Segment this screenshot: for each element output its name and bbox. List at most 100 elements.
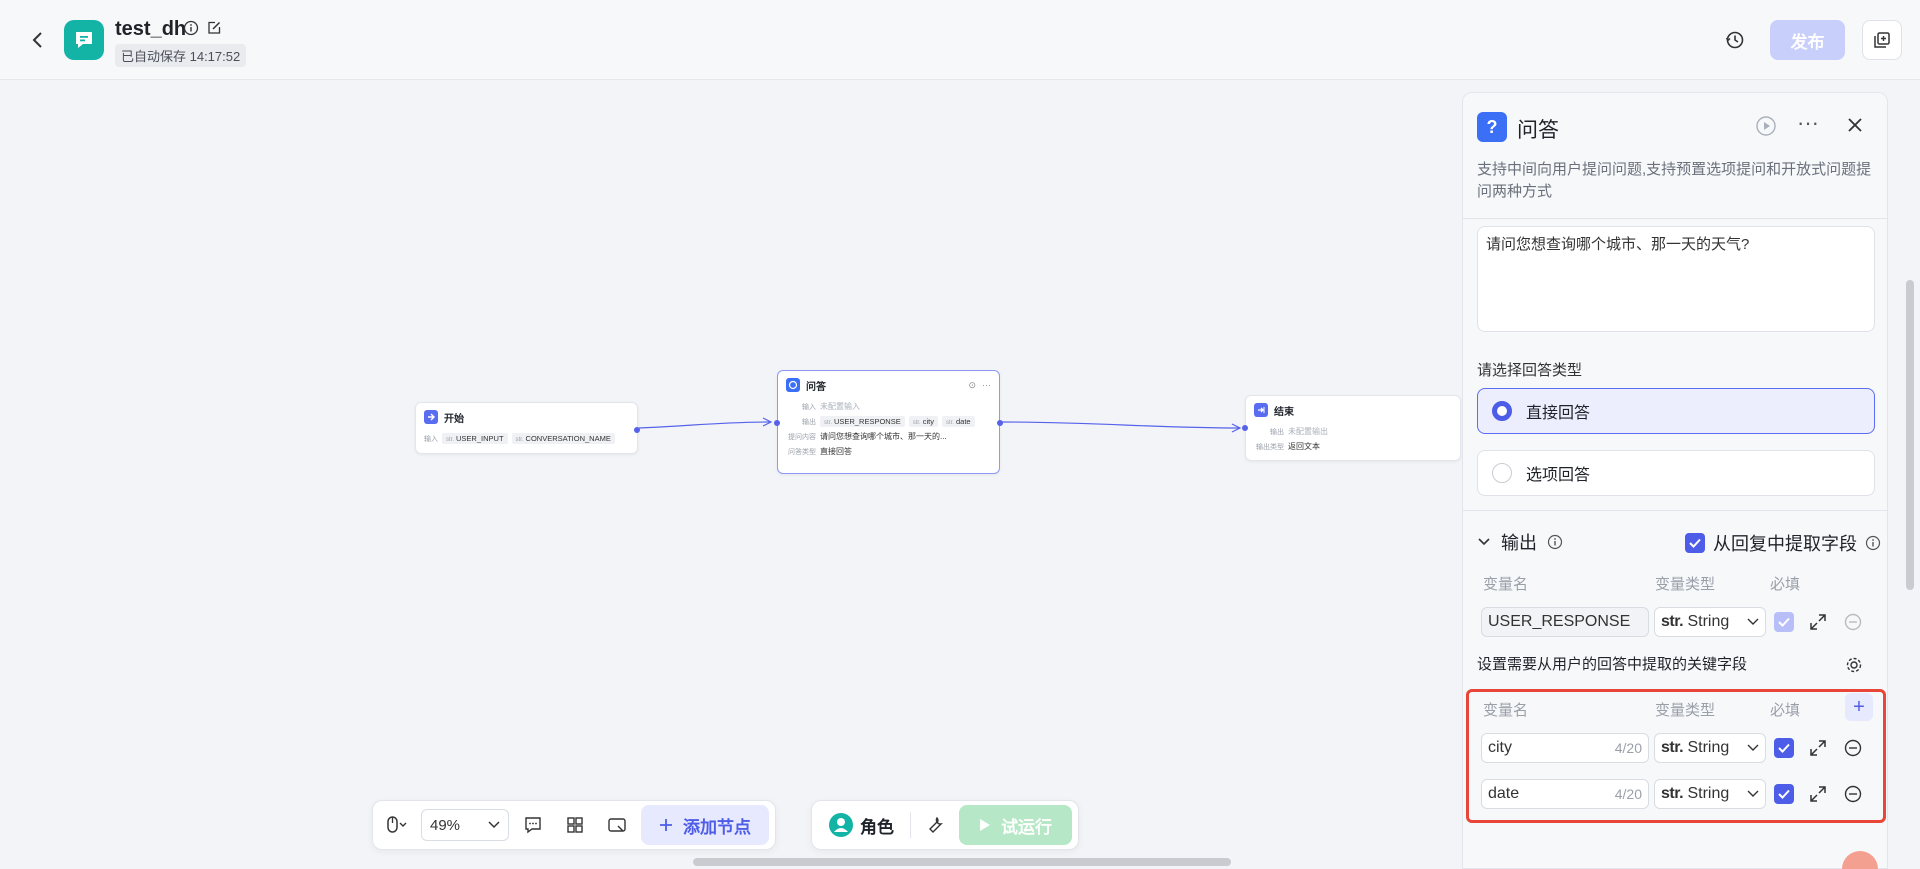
option-label: 选项回答: [1526, 467, 1591, 484]
type-value: String: [1687, 613, 1730, 630]
check-icon: [1778, 743, 1790, 753]
row-value: 未配置输出: [1288, 427, 1328, 436]
minimap-button[interactable]: [599, 807, 635, 843]
mouse-mode-button[interactable]: [379, 807, 415, 843]
chevron-down-icon: [1747, 790, 1759, 797]
row-label: 问答类型: [788, 448, 816, 456]
field-name-value: date: [1488, 785, 1520, 802]
end-icon: [1254, 403, 1268, 417]
required-checkbox: [1774, 612, 1794, 632]
row-label: 输入: [424, 435, 438, 443]
add-node-label: 添加节点: [683, 817, 751, 837]
output-section-header[interactable]: 输出: [1477, 529, 1563, 555]
plus-icon: [660, 819, 672, 831]
add-field-button[interactable]: +: [1845, 693, 1873, 721]
node-qa[interactable]: 问答 ⊙ ··· 输入 未配置输入 输出 str.USER_RESPONSE s…: [774, 370, 1003, 474]
node-actions: ⊙ ···: [968, 380, 991, 391]
zoom-value: 49%: [430, 816, 461, 834]
back-button[interactable]: [26, 28, 50, 52]
publish-button[interactable]: 发布: [1770, 20, 1845, 60]
layout-icon: [567, 817, 583, 833]
remove-icon[interactable]: [1843, 784, 1863, 804]
output-port[interactable]: [634, 427, 640, 433]
remove-icon[interactable]: [1843, 738, 1863, 758]
field-type-select[interactable]: str. String: [1654, 733, 1766, 763]
check-icon: [1689, 538, 1701, 548]
col-header-type: 变量类型: [1655, 702, 1716, 719]
play-icon[interactable]: ⊙: [968, 379, 976, 390]
zoom-select[interactable]: 49%: [421, 809, 509, 841]
chevron-left-icon: [32, 32, 42, 48]
question-textarea[interactable]: 请问您想查询哪个城市、那一天的天气?: [1477, 226, 1875, 332]
char-counter: 4/20: [1614, 786, 1642, 802]
extract-description: 设置需要从用户的回答中提取的关键字段: [1477, 656, 1748, 673]
field-type-select[interactable]: str. String: [1654, 779, 1766, 809]
row-label: 输出: [802, 418, 816, 426]
comment-button[interactable]: [515, 807, 551, 843]
type-value: String: [1687, 739, 1730, 756]
node-title: 结束: [1274, 406, 1294, 418]
workflow-canvas[interactable]: 开始 输入 str.USER_INPUT str.CONVERSATION_NA…: [0, 80, 1920, 869]
question-icon: ?: [1477, 112, 1507, 142]
more-icon[interactable]: ···: [1797, 110, 1819, 135]
row-value: 请问您想查询哪个城市、那一天的...: [820, 432, 947, 441]
info-icon[interactable]: [1547, 534, 1563, 550]
info-icon[interactable]: [1865, 535, 1881, 551]
add-node-button[interactable]: 添加节点: [641, 805, 769, 845]
edges-layer: [638, 417, 1242, 433]
node-start[interactable]: 开始 输入 str.USER_INPUT str.CONVERSATION_NA…: [415, 402, 640, 454]
required-checkbox[interactable]: [1774, 738, 1794, 758]
layout-button[interactable]: [557, 807, 593, 843]
role-avatar-icon: [829, 813, 853, 837]
extract-fields-checkbox[interactable]: 从回复中提取字段: [1685, 530, 1881, 556]
input-port[interactable]: [774, 420, 780, 426]
row-value: 直接回答: [820, 447, 852, 456]
role-label: 角色: [860, 817, 894, 837]
required-checkbox[interactable]: [1774, 784, 1794, 804]
chevron-down-icon: [1747, 618, 1759, 625]
more-icon[interactable]: ···: [982, 379, 991, 390]
trial-run-button[interactable]: 试运行: [959, 805, 1072, 845]
checkbox-checked[interactable]: [1774, 784, 1794, 804]
input-port[interactable]: [1242, 425, 1248, 431]
char-counter: 4/20: [1614, 740, 1642, 756]
arrow-head: [762, 417, 773, 427]
field-name-input[interactable]: city 4/20: [1481, 733, 1649, 763]
assistant-avatar[interactable]: [1842, 851, 1878, 869]
info-icon[interactable]: [183, 20, 199, 36]
radio-selected[interactable]: [1492, 401, 1512, 421]
radio-unselected[interactable]: [1492, 463, 1512, 483]
answer-option-direct[interactable]: 直接回答: [1477, 388, 1875, 434]
type-value: String: [1687, 785, 1730, 802]
field-name-input[interactable]: date 4/20: [1481, 779, 1649, 809]
role-button[interactable]: 角色: [818, 805, 904, 845]
expand-icon[interactable]: [1808, 784, 1828, 804]
run-node-icon[interactable]: [1755, 115, 1777, 137]
copy-button[interactable]: [1862, 20, 1902, 60]
var-type-select[interactable]: str. String: [1654, 607, 1766, 637]
question-icon: [786, 378, 800, 392]
settings-icon[interactable]: [1844, 655, 1864, 675]
expand-icon[interactable]: [1808, 738, 1828, 758]
output-port[interactable]: [997, 420, 1003, 426]
type-prefix: str.: [1661, 739, 1684, 756]
vertical-scrollbar[interactable]: [1906, 280, 1914, 590]
debug-tools-button[interactable]: [917, 807, 953, 843]
expand-icon[interactable]: [1808, 612, 1828, 632]
node-end[interactable]: 结束 输出 未配置输出 输出类型 返回文本: [1242, 395, 1461, 461]
answer-option-choice[interactable]: 选项回答: [1477, 450, 1875, 496]
wrench-icon: [929, 816, 943, 833]
node-config-panel: ? 问答 ··· 支持中间向用户提问问题,支持预置选项提问和开放式问题提问两种方…: [1462, 92, 1888, 869]
horizontal-scrollbar[interactable]: [693, 858, 1231, 866]
row-value: 返回文本: [1288, 442, 1320, 451]
highlight-box: [1466, 689, 1886, 823]
divider: [1463, 510, 1887, 511]
var-name-input: USER_RESPONSE: [1481, 607, 1649, 637]
history-button[interactable]: [1721, 26, 1749, 54]
checkbox-checked[interactable]: [1685, 533, 1705, 553]
option-label: 直接回答: [1526, 405, 1591, 422]
close-icon[interactable]: [1845, 115, 1865, 135]
edit-icon[interactable]: [206, 20, 222, 36]
col-header-name: 变量名: [1483, 576, 1529, 593]
checkbox-checked[interactable]: [1774, 738, 1794, 758]
